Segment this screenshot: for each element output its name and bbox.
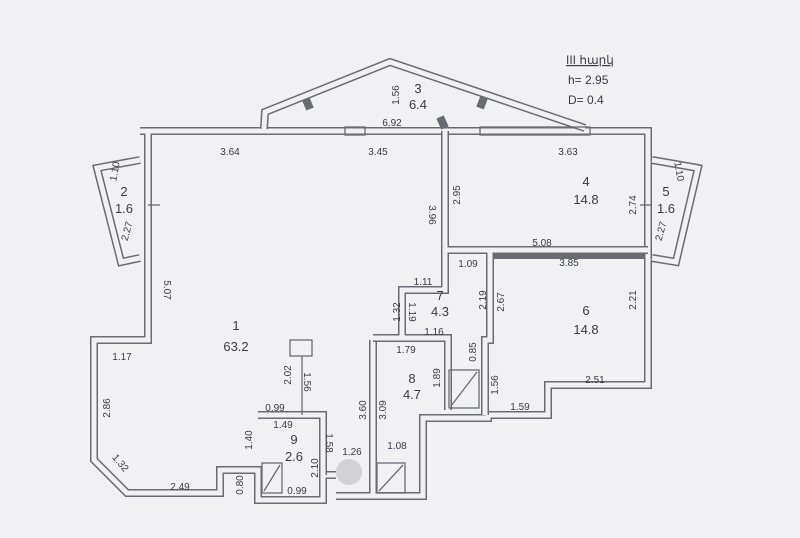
room-number: 8 <box>408 371 415 386</box>
dimension: 3.45 <box>368 147 388 158</box>
dimension: 1.56 <box>490 375 501 395</box>
dimension: 1.08 <box>387 441 407 452</box>
dimension: 2.27 <box>120 220 136 242</box>
room-number: 4 <box>582 174 589 189</box>
stamp-mark <box>336 459 362 485</box>
dimension: 2.49 <box>170 482 190 493</box>
room-area: 63.2 <box>223 339 248 354</box>
dimension: 1.26 <box>342 447 362 458</box>
walls <box>90 57 703 504</box>
dimension: 1.32 <box>392 302 403 322</box>
dimension: 2.86 <box>102 398 113 418</box>
dimension: 2.02 <box>283 365 294 385</box>
room-area: 4.7 <box>403 387 421 402</box>
room-area: 6.4 <box>409 97 427 112</box>
shaft-1 <box>448 369 480 409</box>
wall-thickness: D= 0.4 <box>568 93 604 107</box>
room-labels: 1 63.2 2 1.6 3 6.4 4 14.8 5 1.6 6 14.8 7… <box>115 81 675 464</box>
shaft-2 <box>376 462 406 494</box>
dimension: 2.10 <box>310 458 321 478</box>
room-area: 2.6 <box>285 449 303 464</box>
room-number: 3 <box>414 81 421 96</box>
dimension: 1.40 <box>244 430 255 450</box>
dimension: 1.49 <box>273 420 293 431</box>
room-area: 1.6 <box>657 201 675 216</box>
dimension: 1.89 <box>432 368 443 388</box>
dimension: 1.79 <box>396 345 416 356</box>
dimension: 1.17 <box>112 352 132 363</box>
room-area: 1.6 <box>115 201 133 216</box>
room-number: 6 <box>582 303 589 318</box>
room-number: 1 <box>232 318 239 333</box>
dimension: 1.11 <box>414 277 433 288</box>
dimension: 1.16 <box>424 327 444 338</box>
header: III հարկ h= 2.95 D= 0.4 <box>566 53 614 107</box>
dimension: 2.19 <box>478 290 489 310</box>
dimension: 5.07 <box>161 280 172 300</box>
room-area: 14.8 <box>573 192 598 207</box>
room-number: 5 <box>662 184 669 199</box>
dimension: 2.95 <box>452 185 463 205</box>
dimension: 3.60 <box>358 400 369 420</box>
room-number: 7 <box>436 288 443 303</box>
dimension: 1.58 <box>323 433 334 453</box>
dimension: 0.99 <box>265 403 285 414</box>
dimension: 2.74 <box>628 195 639 215</box>
dimension: 2.21 <box>628 290 639 310</box>
dimension: 1.09 <box>458 259 478 270</box>
dimension: 1.10 <box>671 161 685 183</box>
dimension: 3.64 <box>220 147 240 158</box>
ceiling-height: h= 2.95 <box>568 73 609 87</box>
shaft-3 <box>261 462 283 494</box>
dimension: 3.96 <box>426 205 437 225</box>
room-area: 4.3 <box>431 304 449 319</box>
room-number: 9 <box>290 432 297 447</box>
dimension: 0.80 <box>235 475 246 495</box>
dimension: 0.85 <box>468 342 479 362</box>
dimension: 2.51 <box>585 375 605 386</box>
dimension: 3.63 <box>558 147 578 158</box>
dimension: 1.10 <box>108 161 122 183</box>
dimension: 1.56 <box>391 85 402 105</box>
dimension: 1.32 <box>109 452 130 474</box>
dimension-labels: 1.56 6.92 3.64 3.45 3.63 5.07 3.96 2.95 … <box>102 85 686 497</box>
dimension: 2.67 <box>496 292 507 312</box>
dimension: 3.85 <box>559 258 579 269</box>
dimension: 5.08 <box>532 238 552 249</box>
floor-label: III հարկ <box>566 53 614 67</box>
dimension: 1.56 <box>301 372 312 392</box>
dimension: 1.59 <box>510 402 530 413</box>
dimension: 1.19 <box>406 302 417 322</box>
room-number: 2 <box>120 184 127 199</box>
room-area: 14.8 <box>573 322 598 337</box>
dimension: 3.09 <box>378 400 389 420</box>
dimension: 0.99 <box>287 486 307 497</box>
dimension: 6.92 <box>382 118 402 129</box>
dimension: 2.27 <box>654 220 670 242</box>
